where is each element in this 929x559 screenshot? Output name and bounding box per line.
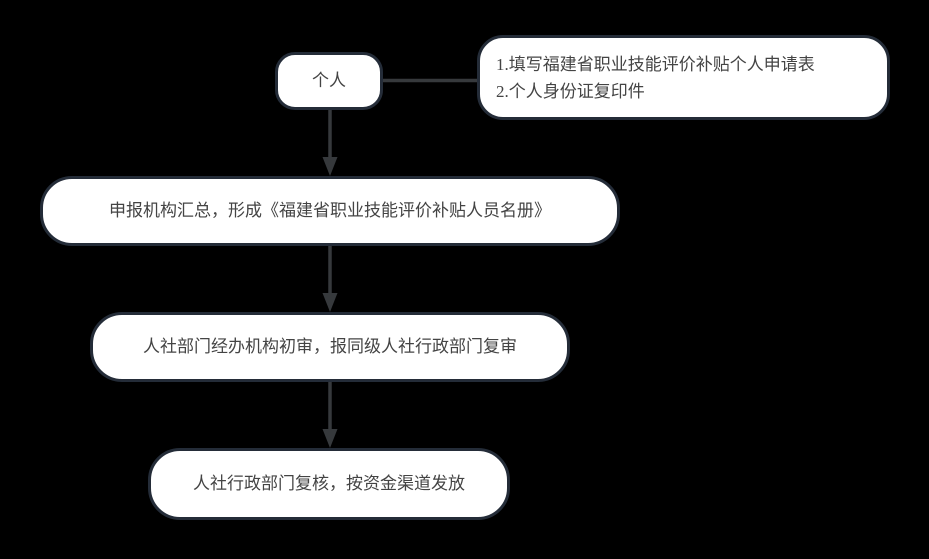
flow-node-review: 人社部门经办机构初审，报同级人社行政部门复审 xyxy=(90,312,570,382)
flow-node-materials-line1: 1.填写福建省职业技能评价补贴个人申请表 xyxy=(496,54,815,74)
flow-node-aggregate: 申报机构汇总，形成《福建省职业技能评价补贴人员名册》 xyxy=(40,176,620,246)
flow-node-review-label: 人社部门经办机构初审，报同级人社行政部门复审 xyxy=(143,336,517,356)
arrow-aggregate-review-head xyxy=(322,293,338,312)
flow-node-aggregate-label: 申报机构汇总，形成《福建省职业技能评价补贴人员名册》 xyxy=(109,200,551,220)
arrow-person-aggregate-head xyxy=(322,157,338,176)
arrow-review-issue-head xyxy=(322,429,338,448)
flow-node-person-label: 个人 xyxy=(312,70,346,90)
flow-node-materials: 1.填写福建省职业技能评价补贴个人申请表 2.个人身份证复印件 xyxy=(477,35,890,120)
flow-node-materials-line2: 2.个人身份证复印件 xyxy=(496,81,645,101)
flow-node-person: 个人 xyxy=(275,52,383,110)
flow-node-issue-label: 人社行政部门复核，按资金渠道发放 xyxy=(193,473,465,493)
flow-node-issue: 人社行政部门复核，按资金渠道发放 xyxy=(148,448,510,520)
